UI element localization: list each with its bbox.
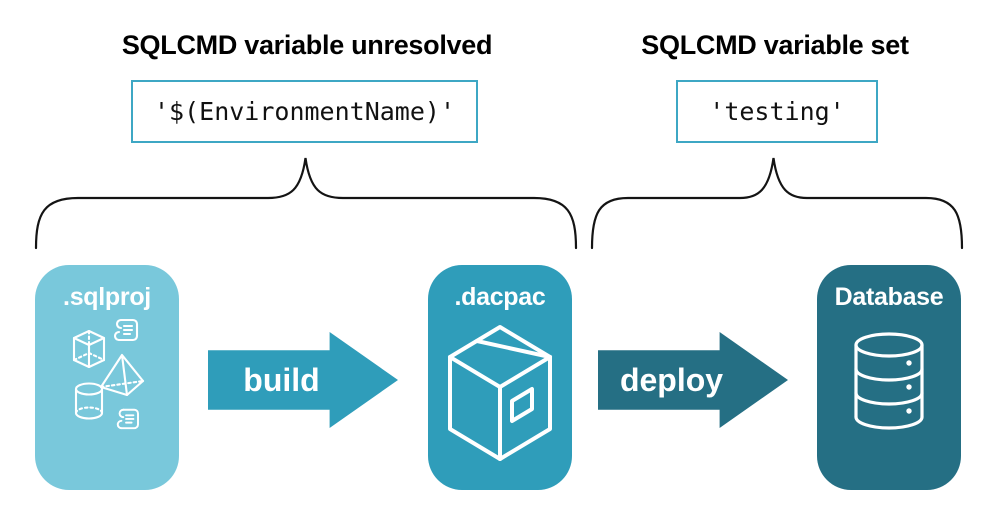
- code-value-resolved: 'testing': [709, 97, 845, 126]
- build-arrow-label: build: [243, 361, 320, 398]
- left-brace: [34, 157, 578, 250]
- pyramid-icon: [99, 353, 145, 397]
- build-arrow: build: [208, 332, 398, 428]
- sql-project-objects-icon: [72, 318, 145, 430]
- deploy-arrow-label: deploy: [619, 361, 724, 398]
- code-box-environment-variable: '$(EnvironmentName)': [131, 80, 478, 143]
- script-icon: [113, 318, 139, 342]
- stage-dacpac-label: .dacpac: [454, 283, 546, 311]
- stage-dacpac: .dacpac: [428, 265, 572, 490]
- code-box-testing-value: 'testing': [676, 80, 878, 143]
- stage-sqlproj: .sqlproj: [35, 265, 179, 490]
- script-icon: [116, 408, 139, 430]
- heading-resolved: SQLCMD variable set: [641, 30, 909, 60]
- stage-database-label: Database: [834, 283, 944, 311]
- code-value-unresolved: '$(EnvironmentName)': [153, 97, 456, 126]
- cube-icon: [72, 329, 106, 369]
- package-box-icon: [448, 325, 552, 461]
- cylinder-icon: [74, 382, 104, 420]
- heading-unresolved: SQLCMD variable unresolved: [121, 30, 493, 60]
- stage-database: Database: [817, 265, 961, 490]
- stage-sqlproj-label: .sqlproj: [63, 283, 151, 311]
- deploy-arrow: deploy: [598, 332, 788, 428]
- right-brace: [590, 157, 964, 250]
- database-cylinder-icon: [854, 332, 924, 430]
